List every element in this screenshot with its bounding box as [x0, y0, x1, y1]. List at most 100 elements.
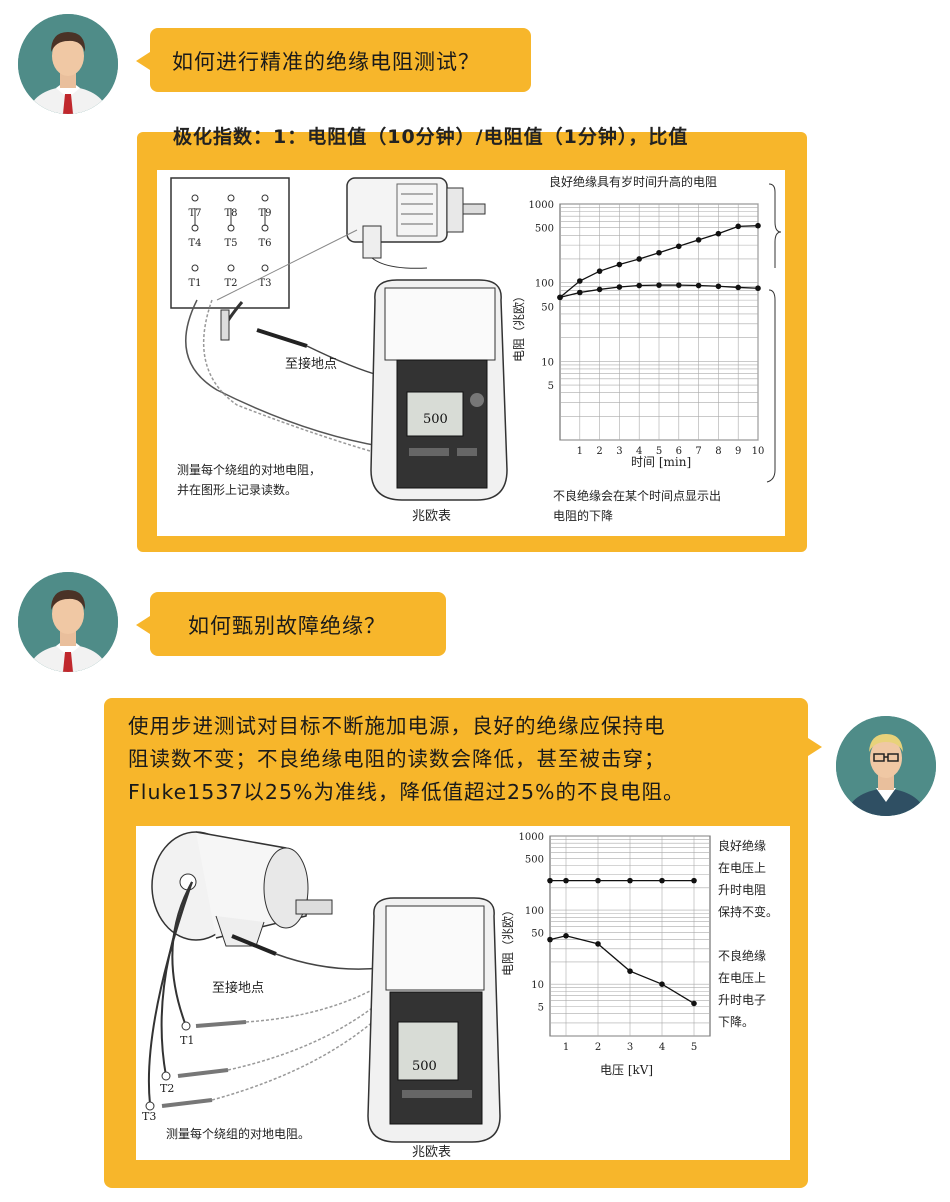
data-point [691, 877, 697, 884]
terminal-dot [261, 194, 269, 202]
megohmmeter-icon-2: 500 [367, 897, 501, 1143]
terminal-label-t4: T4 [188, 238, 201, 249]
data-point [656, 282, 662, 288]
x-tick-label: 8 [715, 446, 721, 457]
caption-2: 测量每个绕组的对地电阻。 [166, 1126, 310, 1141]
question-text-2: 如何甄别故障绝缘？ [188, 614, 386, 638]
x-tick-label: 2 [595, 1042, 601, 1053]
chart-1-top-note: 良好绝缘具有岁时间升高的电阻 [549, 174, 717, 189]
data-point [636, 282, 642, 289]
ground-probe [256, 328, 308, 348]
data-point [659, 877, 665, 884]
x-tick-label: 1 [563, 1042, 569, 1053]
x-tick-label: 10 [752, 446, 765, 457]
x-tick-label: 7 [695, 446, 701, 457]
meter-reading: 500 [423, 412, 448, 427]
y-tick-label: 50 [541, 302, 554, 313]
y-tick-label: 50 [531, 928, 544, 939]
y-tick-label: 1000 [529, 200, 554, 211]
data-point [595, 941, 601, 947]
data-point [595, 877, 601, 884]
answer-bubble: 使用步进测试对目标不断施加电源，良好的绝缘应保持电 阻读数不变；不良绝缘电阻的读… [104, 698, 822, 1188]
note-good-1: 良好绝缘 [718, 838, 766, 853]
data-point [715, 230, 722, 237]
caption-line-1: 测量每个绕组的对地电阻， [177, 462, 321, 477]
question-text: 如何进行精准的绝缘电阻测试？ [172, 50, 480, 74]
x-tick-label: 6 [676, 446, 682, 457]
x-tick-label: 9 [735, 446, 741, 457]
data-point [616, 284, 623, 290]
y-tick-label: 5 [538, 1003, 544, 1014]
terminal-label-t3: T3 [258, 278, 271, 289]
motor-icon [216, 177, 486, 301]
terminal-dot [261, 264, 269, 272]
y-tick-label: 5 [548, 381, 554, 392]
figure-2-panel: T1 T2 T3 至接地点 500 兆欧表 测量每个绕组的对地电阻。 [136, 826, 790, 1160]
data-point [627, 877, 633, 884]
terminal-dot [191, 194, 199, 202]
y-tick-label: 10 [531, 980, 544, 991]
question-bubble-1: 如何进行精准的绝缘电阻测试？ [136, 28, 531, 92]
junction-box [170, 177, 290, 309]
meter-reading-2: 500 [412, 1059, 437, 1074]
data-point [627, 968, 633, 974]
megohmmeter-icon: 500 [370, 279, 508, 501]
data-point [676, 282, 682, 288]
data-point [695, 282, 702, 289]
question-bubble-2: 如何甄别故障绝缘？ [136, 592, 446, 656]
data-point [755, 285, 761, 292]
x-tick-label: 5 [656, 446, 662, 457]
data-point [735, 223, 741, 230]
x-tick-label: 4 [636, 446, 642, 457]
terminal-label-t6: T6 [258, 238, 271, 249]
answer-line-3: Fluke1537以25%为准线，降低值超过25%的不良电阻。 [128, 780, 685, 804]
x-tick-label: 1 [577, 446, 583, 457]
data-point [656, 249, 662, 256]
answer-line-1: 使用步进测试对目标不断施加电源，良好的绝缘应保持电 [128, 714, 666, 738]
y-tick-label: 1000 [519, 832, 544, 843]
chart-2-ylabel: 电阻（兆欧） [501, 904, 515, 976]
terminal-dot [191, 264, 199, 272]
chart-1-bottom-note-1: 不良绝缘会在某个时间点显示出 [553, 488, 721, 503]
data-point [547, 877, 553, 884]
data-point [735, 284, 741, 291]
chart-1-ylabel: 电阻（兆欧） [512, 290, 526, 362]
data-point [557, 294, 563, 301]
data-point [755, 222, 761, 229]
data-point [636, 256, 642, 262]
terminal-dot [227, 194, 235, 202]
data-point [616, 261, 623, 268]
data-point [659, 981, 665, 988]
terminal-dot [227, 264, 235, 272]
chart-1-bottom-note-2: 电阻的下降 [553, 508, 613, 523]
terminal-label-t1: T1 [188, 278, 201, 289]
data-point [563, 877, 569, 884]
user-avatar [18, 14, 118, 114]
data-point [577, 278, 583, 284]
terminal-t2: T2 [160, 1082, 174, 1095]
data-point [695, 237, 702, 243]
data-point [691, 1000, 697, 1007]
data-point [563, 933, 569, 939]
terminal-t3: T3 [142, 1110, 156, 1123]
note-bad-1: 不良绝缘 [718, 948, 766, 963]
note-good-4: 保持不变。 [718, 904, 778, 919]
y-tick-label: 500 [535, 224, 554, 235]
expert-avatar [836, 716, 936, 816]
ground-label-2: 至接地点 [212, 980, 264, 996]
ground-probe-2 [231, 934, 277, 956]
y-tick-label: 100 [535, 279, 554, 290]
y-tick-label: 10 [541, 357, 554, 368]
clipped-caption: 极化指数：1：电阻值（10分钟）/电阻值（1分钟），比值 [173, 126, 689, 148]
chart-2: 电压 [kV] 电阻（兆欧） 良好绝缘 在电压上 升时电阻 保持不变。 不良绝缘… [501, 832, 778, 1077]
chart-2-xlabel: 电压 [kV] [600, 1063, 653, 1077]
x-tick-label: 4 [659, 1042, 665, 1053]
note-good-2: 在电压上 [718, 861, 766, 875]
data-point [676, 243, 682, 250]
x-tick-label: 3 [627, 1042, 633, 1053]
data-point [596, 268, 603, 274]
note-bad-4: 下降。 [718, 1015, 754, 1029]
